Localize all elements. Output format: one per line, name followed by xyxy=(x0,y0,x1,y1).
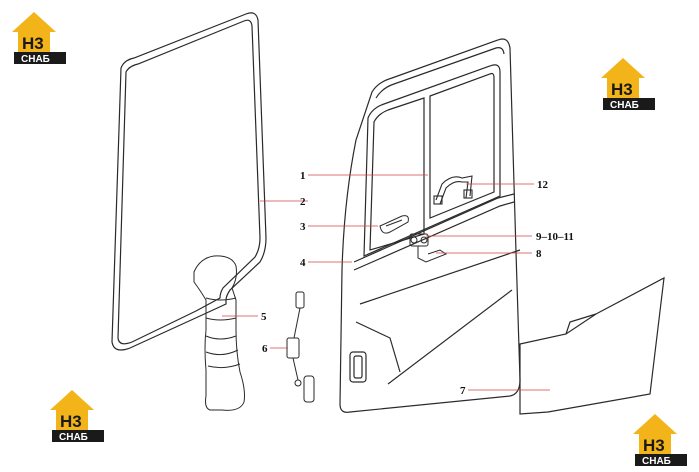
logo-mark-text: H3 xyxy=(643,436,665,455)
door-panel xyxy=(339,38,521,413)
boot-cover xyxy=(193,255,245,411)
callout-12: 12 xyxy=(537,179,549,191)
lock-mechanism xyxy=(409,233,448,263)
logo-bottom-left: H3 СНАБ xyxy=(50,390,104,443)
callout-1: 1 xyxy=(300,170,306,182)
latch-rod xyxy=(286,291,315,403)
callout-4: 4 xyxy=(300,257,306,269)
callout-7: 7 xyxy=(460,385,466,397)
callout-5: 5 xyxy=(261,311,267,323)
logo-top-right: H3 СНАБ xyxy=(601,58,655,111)
callout-2: 2 xyxy=(300,196,306,208)
callout-labels: 1 2 3 4 5 6 7 8 9–10–11 12 xyxy=(261,170,574,397)
callout-9-10-11: 9–10–11 xyxy=(536,231,574,243)
callout-3: 3 xyxy=(300,221,306,233)
callout-6: 6 xyxy=(262,343,268,355)
logo-mark-text: H3 xyxy=(60,412,82,431)
logo-mark-text: H3 xyxy=(22,34,44,53)
grab-handle xyxy=(433,175,473,205)
leader-lines xyxy=(222,174,550,391)
glass-panel xyxy=(519,276,665,415)
logo-word-text: СНАБ xyxy=(610,100,639,111)
logo-word-text: СНАБ xyxy=(59,432,88,443)
callout-8: 8 xyxy=(536,248,542,260)
logo-word-text: СНАБ xyxy=(21,54,50,65)
door-seal-frame xyxy=(111,12,267,351)
inner-handle xyxy=(379,215,409,234)
logo-mark-text: H3 xyxy=(611,80,633,99)
logo-bottom-right: H3 СНАБ xyxy=(633,414,687,467)
logo-word-text: СНАБ xyxy=(642,456,671,467)
logo-top-left: H3 СНАБ xyxy=(12,12,66,65)
